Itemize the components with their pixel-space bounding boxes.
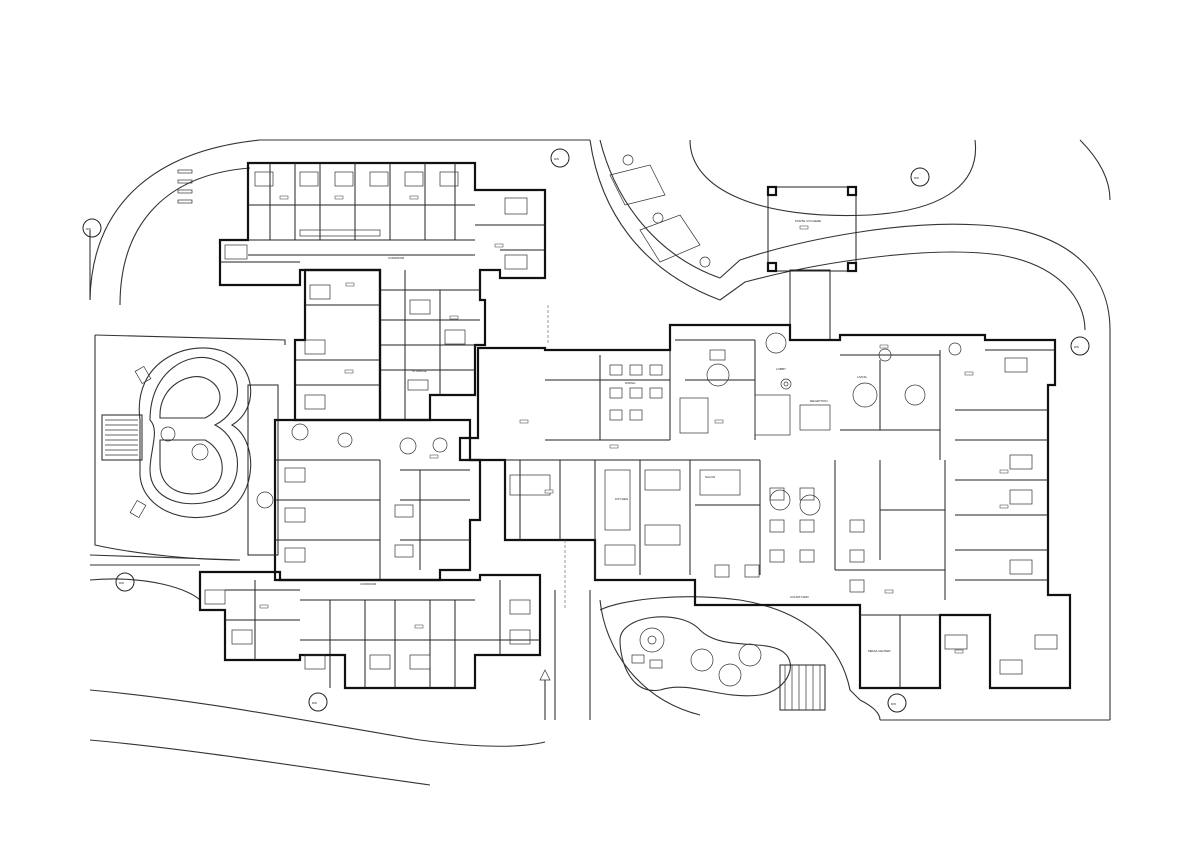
porte-cochere: PORTE COCHERE bbox=[609, 154, 858, 341]
corridor-label: CORRIDOR bbox=[360, 582, 377, 586]
courtyard-label: COURTYARD bbox=[790, 595, 810, 599]
dw-label: DW bbox=[1074, 345, 1079, 349]
southwest-wing: CORRIDOR bbox=[198, 570, 542, 690]
living-label: LIVING bbox=[857, 375, 868, 379]
kitchen-label: KITCHEN bbox=[615, 497, 628, 501]
media-label: MEDIA CENTER bbox=[868, 649, 891, 653]
room-tags bbox=[259, 195, 1009, 654]
south-courtyard: COURTYARD bbox=[631, 595, 826, 711]
storage-label: STORAGE bbox=[412, 369, 427, 373]
dw-markers: DW DW DW DW DW DW DW bbox=[82, 148, 1090, 713]
corridor-label: CORRIDOR bbox=[388, 256, 405, 260]
dw-label: DW bbox=[914, 176, 919, 180]
dw-label: DW bbox=[119, 581, 124, 585]
dining-label: DINING bbox=[625, 381, 636, 385]
west-block bbox=[247, 268, 482, 582]
reception-label: RECEPTION bbox=[810, 399, 828, 403]
dw-label: DW bbox=[312, 701, 317, 705]
dw-label: DW bbox=[891, 702, 896, 706]
dw-label: DW bbox=[554, 157, 559, 161]
central-zone: DINING KITCHEN LOBBY SALON LIVING RECEPT… bbox=[458, 323, 1072, 690]
porte-cochere-label: PORTE COCHERE bbox=[795, 219, 821, 223]
northwest-wing: CORRIDOR STORAGE bbox=[218, 161, 547, 422]
salon-label: SALON bbox=[705, 475, 715, 479]
site-lines bbox=[89, 139, 1111, 786]
west-garden bbox=[101, 169, 252, 519]
dining-tables bbox=[609, 364, 865, 593]
lobby-label: LOBBY bbox=[776, 367, 786, 371]
dw-label: DW bbox=[86, 227, 91, 231]
